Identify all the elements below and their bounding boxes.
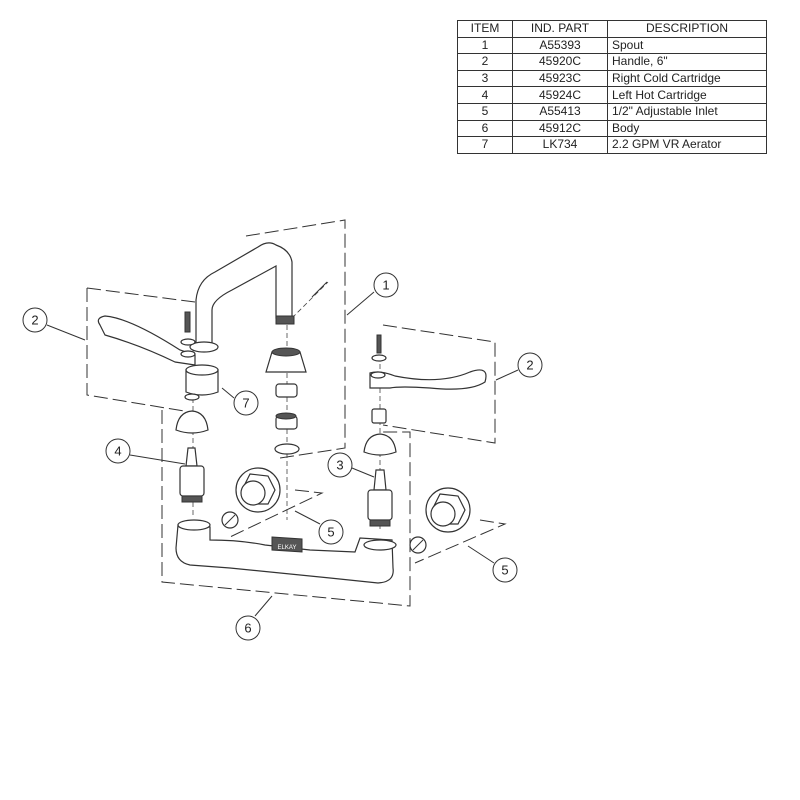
left-inlet	[221, 467, 281, 529]
callout-7: 7	[233, 390, 259, 416]
right-handle	[369, 334, 487, 424]
svg-text:4: 4	[114, 444, 121, 459]
faucet-body: ELKAY	[175, 519, 397, 584]
callout-2-left: 2	[22, 307, 48, 333]
leader-lines	[46, 291, 519, 617]
svg-text:3: 3	[336, 458, 343, 473]
part-description: 2.2 GPM VR Aerator	[607, 136, 767, 154]
svg-text:5: 5	[501, 563, 508, 578]
part-description: Left Hot Cartridge	[607, 86, 767, 104]
svg-text:7: 7	[242, 396, 249, 411]
body-logo: ELKAY	[278, 545, 297, 551]
svg-text:2: 2	[526, 358, 533, 373]
svg-text:1: 1	[382, 278, 389, 293]
part-description: 1/2" Adjustable Inlet	[607, 102, 767, 121]
svg-text:5: 5	[327, 525, 334, 540]
spout	[189, 242, 328, 353]
left-cartridge	[175, 410, 209, 503]
callout-2-right: 2	[517, 352, 543, 378]
callout-5-right: 5	[492, 557, 518, 583]
callout-3: 3	[327, 452, 353, 478]
left-handle-group-box	[86, 287, 196, 413]
callout-1: 1	[373, 272, 399, 298]
callout-6: 6	[235, 615, 261, 641]
part-description: Handle, 6"	[607, 53, 767, 71]
body-group-box	[161, 410, 411, 607]
right-handle-group-box	[382, 324, 496, 444]
svg-text:2: 2	[31, 313, 38, 328]
aerator-stack	[265, 347, 307, 455]
right-inlet	[409, 487, 471, 554]
spout-group-box	[245, 219, 346, 459]
left-inlet-group-box	[229, 489, 324, 538]
part-number: 45912C	[512, 119, 608, 138]
callout-4: 4	[105, 438, 131, 464]
svg-text:6: 6	[244, 621, 251, 636]
callout-5-left: 5	[318, 519, 344, 545]
right-cartridge	[363, 433, 397, 527]
part-number: LK734	[512, 136, 608, 154]
left-handle	[97, 311, 219, 401]
right-inlet-group-box	[414, 519, 507, 564]
